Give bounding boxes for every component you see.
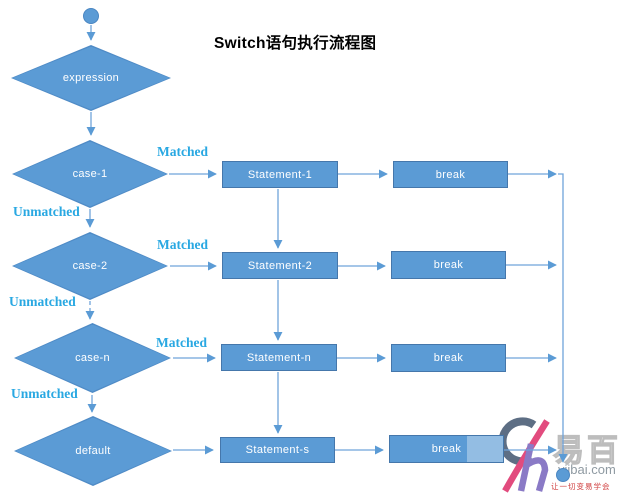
- diagram-title: Switch语句执行流程图: [214, 35, 377, 52]
- watermark-logo-slash: [502, 419, 550, 493]
- start-node: [83, 8, 99, 24]
- break-4-box: break: [389, 435, 504, 463]
- statement-1-box: Statement-1: [222, 161, 338, 188]
- statement-2-box: Statement-2: [222, 252, 338, 279]
- unmatched-label-2: Unmatched: [9, 294, 76, 309]
- case-n-label: case-n: [75, 352, 110, 364]
- matched-label-3: Matched: [156, 335, 207, 350]
- case-2-label: case-2: [72, 260, 108, 272]
- break-3-label: break: [433, 352, 464, 364]
- statement-s-box: Statement-s: [220, 437, 335, 463]
- statement-2-label: Statement-2: [247, 259, 313, 272]
- break-1-box: break: [393, 161, 508, 188]
- matched-label-2: Matched: [157, 237, 208, 252]
- watermark-logo-h: [517, 443, 549, 492]
- statement-1-label: Statement-1: [247, 168, 313, 181]
- statement-s-label: Statement-s: [245, 444, 310, 456]
- matched-label-1: Matched: [157, 144, 208, 159]
- watermark-lighten-overlay: [467, 436, 503, 462]
- default-label: default: [75, 445, 111, 457]
- end-node: [556, 468, 570, 482]
- break-2-label: break: [433, 259, 464, 271]
- collector-line: [558, 173, 568, 463]
- break-3-box: break: [391, 344, 506, 372]
- statement-n-box: Statement-n: [221, 344, 337, 371]
- unmatched-label-1: Unmatched: [13, 204, 80, 219]
- statement-n-label: Statement-n: [246, 351, 312, 364]
- watermark-domain-text: yiibai.com: [558, 462, 616, 477]
- break-1-label: break: [435, 168, 466, 181]
- break-4-label: break: [431, 443, 462, 455]
- break-2-box: break: [391, 251, 506, 279]
- watermark-slogan-text: 让一切变易学会: [551, 482, 611, 491]
- unmatched-label-3: Unmatched: [11, 386, 78, 401]
- expression-label: expression: [62, 72, 120, 84]
- case-1-label: case-1: [72, 168, 108, 180]
